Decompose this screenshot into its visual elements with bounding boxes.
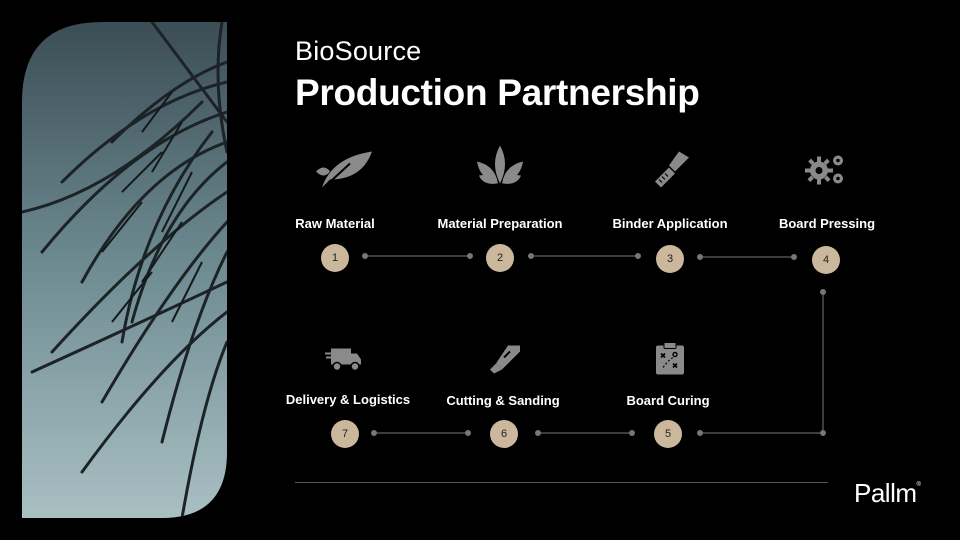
step-number-3: 3 [656, 245, 684, 273]
footer-divider [295, 482, 828, 483]
step-label-7: Delivery & Logistics [285, 392, 411, 407]
leaf-icon [312, 150, 374, 195]
title-top: BioSource [295, 36, 422, 66]
step-number-5: 5 [654, 420, 682, 448]
step-number-2: 2 [486, 244, 514, 272]
step-label-2: Material Preparation [437, 216, 563, 231]
step-label-3: Binder Application [612, 216, 728, 231]
cutter-icon [488, 344, 522, 381]
step-label-6: Cutting & Sanding [446, 393, 560, 408]
step-label-4: Board Pressing [778, 216, 876, 231]
clipboard-icon [653, 342, 687, 381]
step-number-6: 6 [490, 420, 518, 448]
truck-icon [325, 347, 361, 378]
step-number-4: 4 [812, 246, 840, 274]
page-title: Production Partnership [295, 72, 700, 113]
brand-logo-text: Pallm [854, 478, 917, 508]
step-label-5: Board Curing [626, 393, 710, 408]
palm-photo [22, 22, 227, 518]
registered-mark: ® [916, 482, 921, 488]
step-number-1: 1 [321, 244, 349, 272]
spatula-icon [653, 150, 693, 195]
step-number-7: 7 [331, 420, 359, 448]
brand-logo: Pallm® [854, 478, 921, 509]
step-label-1: Raw Material [295, 216, 375, 231]
gears-icon [805, 153, 847, 192]
plant-icon [475, 144, 525, 191]
